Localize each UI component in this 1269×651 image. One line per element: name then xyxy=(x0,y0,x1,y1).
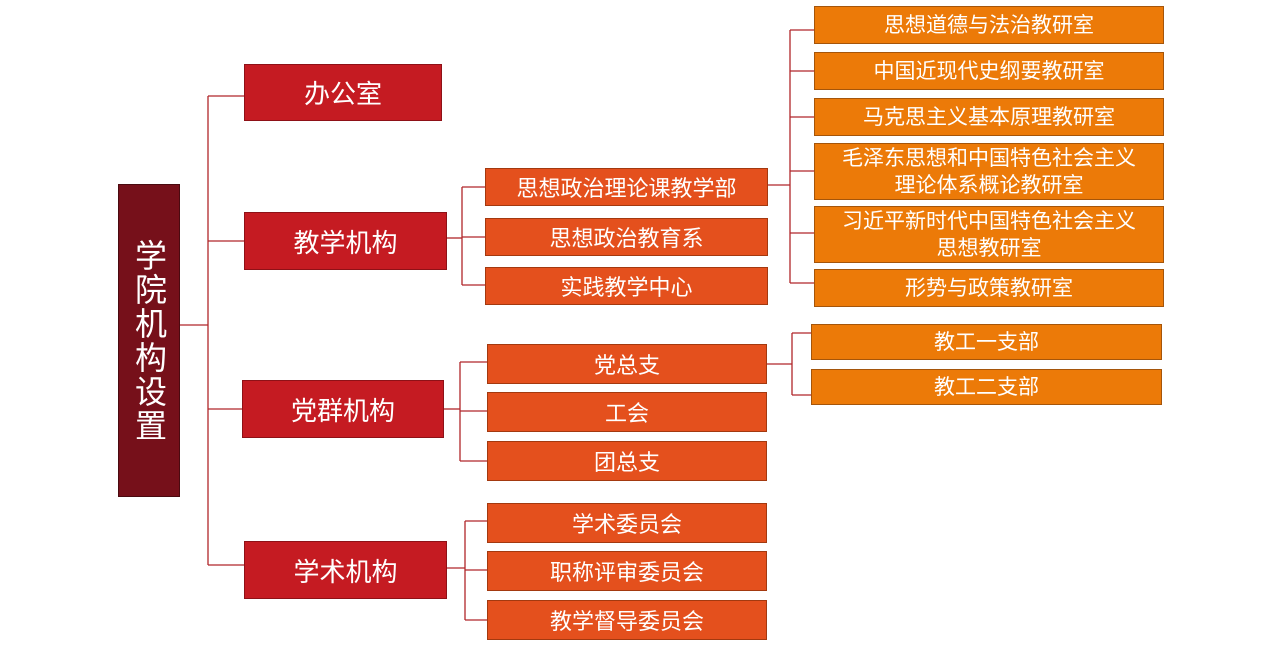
node-academic-committee: 学术委员会 xyxy=(487,503,767,543)
node-office-marxism: 马克思主义基本原理教研室 xyxy=(814,98,1164,136)
node-party: 党群机构 xyxy=(242,380,444,438)
node-academic: 学术机构 xyxy=(244,541,447,599)
node-teaching-practice: 实践教学中心 xyxy=(485,267,768,305)
node-teaching: 教学机构 xyxy=(244,212,447,270)
node-academic-title: 职称评审委员会 xyxy=(487,551,767,591)
node-office-xi: 习近平新时代中国特色社会主义 思想教研室 xyxy=(814,206,1164,263)
node-office-history: 中国近现代史纲要教研室 xyxy=(814,52,1164,90)
node-teaching-dept: 思想政治理论课教学部 xyxy=(485,168,768,206)
node-office-ethics: 思想道德与法治教研室 xyxy=(814,6,1164,44)
node-office-policy: 形势与政策教研室 xyxy=(814,269,1164,307)
node-academic-supervise: 教学督导委员会 xyxy=(487,600,767,640)
node-branch-1: 教工一支部 xyxy=(811,324,1162,360)
node-party-youth: 团总支 xyxy=(487,441,767,481)
node-office: 办公室 xyxy=(244,64,442,121)
node-office-mao: 毛泽东思想和中国特色社会主义 理论体系概论教研室 xyxy=(814,143,1164,200)
node-party-branch: 党总支 xyxy=(487,344,767,384)
node-branch-2: 教工二支部 xyxy=(811,369,1162,405)
root-node: 学院机构设置 xyxy=(118,184,180,497)
node-party-union: 工会 xyxy=(487,392,767,432)
node-teaching-edu: 思想政治教育系 xyxy=(485,218,768,256)
